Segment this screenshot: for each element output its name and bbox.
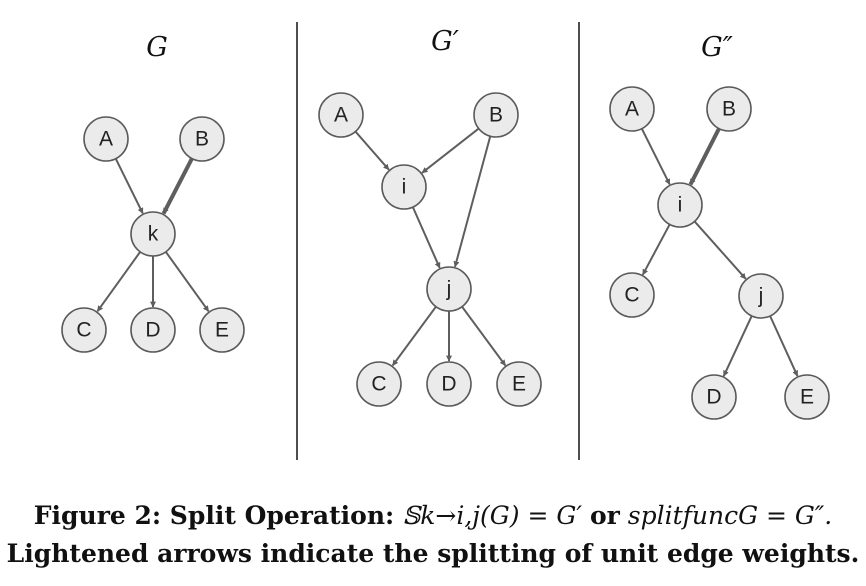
edge-A-i-arrow [354,130,390,171]
node-circle [356,361,402,407]
node-circle [130,211,176,257]
node-label: A [625,98,639,121]
node-circle [738,273,784,319]
node-label: E [215,319,229,342]
edge-i-j-arrow [411,206,441,269]
node-label: E [800,386,814,409]
node-circle [609,272,655,318]
panel-title-g-double-prime: G″ [701,32,733,63]
edge-A-k-arrow [114,158,144,214]
node-i: i [657,182,703,228]
node-circle [318,92,364,138]
node-C: C [609,272,655,318]
node-A: A [83,116,129,162]
node-D: D [691,374,737,420]
node-B: B [473,92,519,138]
node-D: D [426,361,472,407]
edge-j-D-arrow [722,315,753,377]
node-label: C [624,284,639,307]
edge-j-C-arrow [391,306,437,367]
node-circle [426,361,472,407]
node-label: B [195,128,209,151]
caption-formula-2: splitfuncG = G″. [627,501,833,530]
node-C: C [61,307,107,353]
node-j: j [738,273,784,319]
node-circle [691,374,737,420]
node-k: k [130,211,176,257]
node-label: C [76,319,91,342]
node-circle [496,361,542,407]
node-E: E [496,361,542,407]
node-label: j [758,285,764,308]
node-E: E [199,307,245,353]
edge-B-j-arrow [453,135,492,268]
node-circle [426,266,472,312]
node-circle [473,92,519,138]
node-label: A [99,128,113,151]
node-circle [657,182,703,228]
edge-k-E-arrow [165,251,210,312]
edge-B-i-arrow [688,127,721,186]
node-label: i [678,194,683,217]
node-i: i [381,164,427,210]
node-j: j [426,266,472,312]
edge-i-j-arrow [693,220,747,280]
node-label: A [334,104,348,127]
node-label: k [148,223,159,246]
node-label: D [441,373,456,396]
node-A: A [318,92,364,138]
node-D: D [130,307,176,353]
node-label: B [722,98,736,121]
edge-i-C-arrow [641,223,671,276]
node-circle [61,307,107,353]
edge-B-i-arrow [421,127,480,174]
node-E: E [784,374,830,420]
edge-k-C-arrow [96,251,141,312]
caption-line-2: Lightened arrows indicate the splitting … [6,539,860,568]
node-circle [83,116,129,162]
figure-caption: Figure 2: Split Operation: 𝕊k→i,j(G) = G… [0,497,866,573]
node-B: B [706,86,752,132]
caption-formula-1: 𝕊k→i,j(G) = G′ [402,501,583,530]
edge-j-E-arrow [461,306,507,367]
node-C: C [356,361,402,407]
panel-title-g-prime: G′ [431,26,459,57]
node-circle [381,164,427,210]
node-label: D [145,319,160,342]
node-circle [199,307,245,353]
caption-label: Figure 2: Split Operation: [33,501,395,530]
edge-B-k-arrow [161,157,194,215]
caption-connector: or [589,501,620,530]
node-circle [179,116,225,162]
node-circle [706,86,752,132]
node-A: A [609,86,655,132]
edge-A-i-arrow [640,128,671,185]
node-label: C [371,373,386,396]
node-label: D [706,386,721,409]
node-label: i [402,176,407,199]
panel-title-g: G [146,32,168,63]
edges-layer [96,127,799,377]
node-circle [609,86,655,132]
node-label: E [512,373,526,396]
node-label: j [446,278,452,301]
node-circle [130,307,176,353]
edge-j-E-arrow [769,315,799,377]
caption-line-1: Figure 2: Split Operation: 𝕊k→i,j(G) = G… [0,497,866,535]
node-label: B [489,104,503,127]
node-circle [784,374,830,420]
node-B: B [179,116,225,162]
